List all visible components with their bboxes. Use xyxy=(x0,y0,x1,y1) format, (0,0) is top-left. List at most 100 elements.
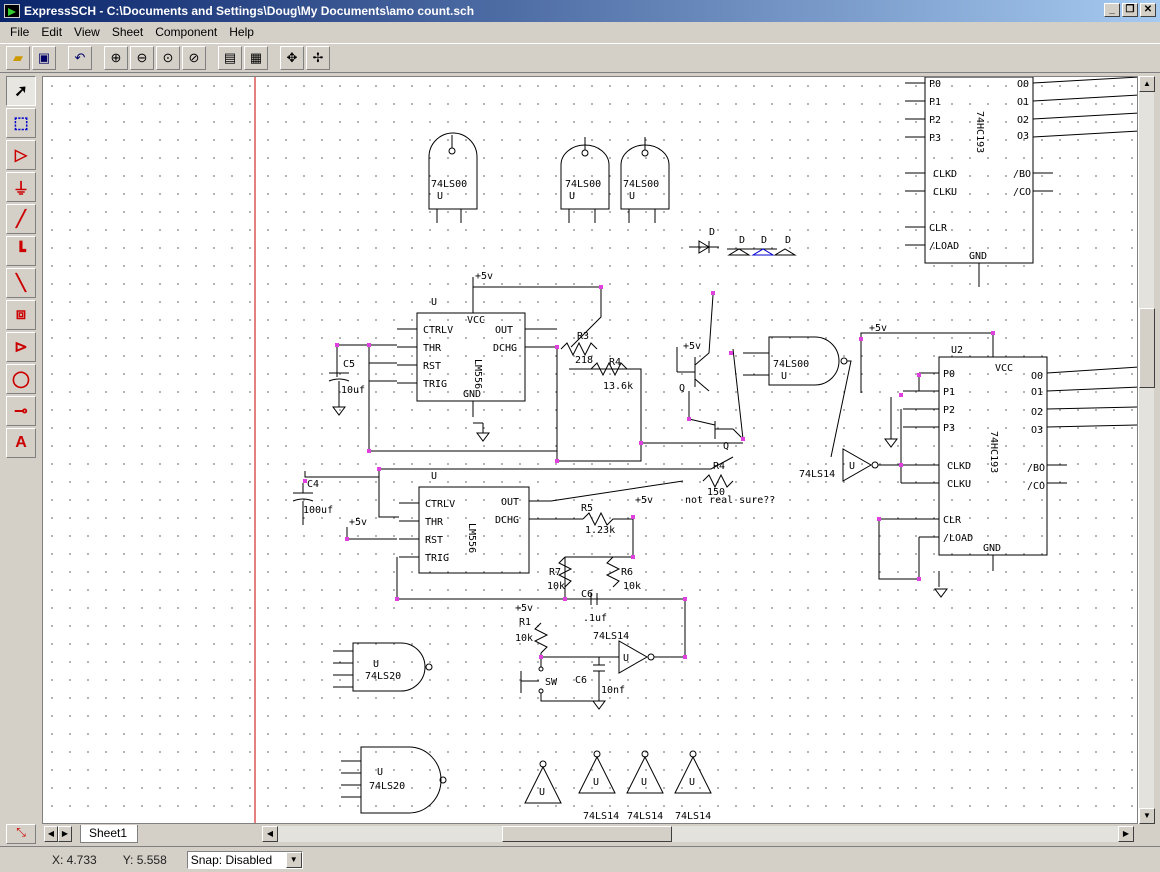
lm556-timer[interactable]: U CTRLV THR RST TRIG OUT DCHG LM556 xyxy=(399,471,551,574)
nand4-gate[interactable]: U 74LS20 xyxy=(341,746,447,814)
scroll-right-button[interactable]: ▶ xyxy=(1118,826,1134,842)
schematic-canvas[interactable]: 74LS00 U 74LS00 U 74LS00 U D D D D U CTR… xyxy=(42,76,1138,824)
zoom-box-icon: ⬚ xyxy=(13,115,29,132)
wire-tool[interactable]: ╱ xyxy=(6,204,36,234)
text-tool[interactable]: A xyxy=(6,428,36,458)
select-tool[interactable]: ➚ xyxy=(6,76,36,106)
buffer-tool[interactable]: ▷ xyxy=(6,140,36,170)
resistor[interactable]: R7 10k xyxy=(547,556,573,592)
capacitor[interactable]: C6 10nf xyxy=(575,657,625,701)
value-label: 100uf xyxy=(303,505,333,516)
close-button[interactable]: ✕ xyxy=(1140,3,1156,17)
save-button[interactable]: ▣ xyxy=(32,46,56,70)
resistor[interactable]: R3 218 xyxy=(560,331,598,366)
vertical-scroll-thumb[interactable] xyxy=(1139,308,1155,388)
nand-gate[interactable]: 74LS00 U xyxy=(428,132,478,223)
circle-icon: ◯ xyxy=(12,371,30,388)
counter-ic[interactable]: U2 VCC P0 P1 P2 P3 CLKD CLKU CLR /LOAD G… xyxy=(879,333,1138,571)
part-tool[interactable]: ⧈ xyxy=(6,300,36,330)
nand-gate[interactable]: 74LS00 U xyxy=(620,137,670,223)
menu-file[interactable]: File xyxy=(10,25,30,39)
maximize-button[interactable]: ❐ xyxy=(1122,3,1138,17)
led-group[interactable]: D D D D xyxy=(689,227,797,256)
resistor[interactable]: R6 10k xyxy=(605,556,641,592)
transistor[interactable]: Q xyxy=(688,348,744,452)
pin-label: /CO xyxy=(1027,481,1045,492)
junction-tool[interactable]: ┗ xyxy=(6,236,36,266)
capacitor[interactable]: C4 100uf xyxy=(292,479,333,525)
value-label: 10k xyxy=(547,581,565,592)
capacitor[interactable]: C6 .1uf xyxy=(581,589,607,624)
tab-prev-button[interactable]: ◀ xyxy=(44,826,58,842)
zoom-in-button[interactable]: ⊕ xyxy=(104,46,128,70)
pin-label: O2 xyxy=(1017,115,1029,126)
undo-icon: ↶ xyxy=(74,50,86,65)
nand-gate[interactable]: 74LS00 U xyxy=(560,137,610,223)
nand4-gate[interactable]: U 74LS20 xyxy=(333,642,433,692)
inverter-gate[interactable]: U 74LS14 xyxy=(674,750,712,822)
menu-component[interactable]: Component xyxy=(155,25,218,39)
menu-help[interactable]: Help xyxy=(229,25,254,39)
resistor[interactable]: R1 10k xyxy=(515,617,549,654)
pin-tool[interactable]: ⊸ xyxy=(6,396,36,426)
inverter-gate[interactable]: 74LS14 U xyxy=(593,599,686,674)
counter-ic[interactable]: P0 P1 P2 P3 CLKD CLKU CLR /LOAD GND O0 O… xyxy=(905,77,1138,287)
menu-edit[interactable]: Edit xyxy=(41,25,63,39)
value-label: 10uf xyxy=(341,385,365,396)
switch[interactable]: SW xyxy=(520,666,558,694)
netlist-button[interactable]: ▦ xyxy=(244,46,268,70)
ref-label: C6 xyxy=(581,589,593,600)
pin-label: VCC xyxy=(995,363,1013,374)
menu-view[interactable]: View xyxy=(74,25,100,39)
resistor[interactable]: R5 1.23k xyxy=(581,503,633,536)
circle-tool[interactable]: ◯ xyxy=(6,364,36,394)
ref-label: U xyxy=(849,461,855,472)
menu-sheet[interactable]: Sheet xyxy=(111,25,144,39)
open-button[interactable]: ▰ xyxy=(6,46,30,70)
nand-gate[interactable]: 74LS00 U xyxy=(743,336,852,458)
undo-button[interactable]: ↶ xyxy=(68,46,92,70)
lm556-timer[interactable]: U CTRLV THR RST TRIG OUT DCHG VCC GND LM… xyxy=(397,277,557,417)
scroll-down-button[interactable]: ▼ xyxy=(1139,808,1155,824)
ic-name: 74LS14 xyxy=(583,811,619,822)
center-icon: ✢ xyxy=(312,50,324,65)
ref-label: R7 xyxy=(549,567,561,578)
connect-tool[interactable]: ⤡ xyxy=(6,824,36,844)
minimize-button[interactable]: _ xyxy=(1104,3,1120,17)
ic-name: LM556 xyxy=(466,523,477,553)
tab-sheet1[interactable]: Sheet1 xyxy=(80,825,139,843)
pin-label: /LOAD xyxy=(943,533,973,544)
capacitor[interactable]: C5 10uf xyxy=(328,359,365,407)
pan-button[interactable]: ✥ xyxy=(280,46,304,70)
inverter-gate[interactable]: U xyxy=(524,760,562,804)
inverter-gate[interactable]: U 74LS14 xyxy=(626,750,664,822)
gate-tool[interactable]: ⊳ xyxy=(6,332,36,362)
transistor[interactable]: Q +5v xyxy=(676,294,714,394)
connect-icon: ⤡ xyxy=(16,825,26,839)
vertical-scrollbar[interactable]: ▲ ▼ xyxy=(1138,76,1155,824)
wire-net xyxy=(336,286,743,462)
tab-next-button[interactable]: ▶ xyxy=(58,826,72,842)
ground-symbol xyxy=(934,588,948,598)
inverter-gate[interactable]: U 74LS14 xyxy=(799,448,901,482)
pin-label: CTRLV xyxy=(423,325,453,336)
bus-tool[interactable]: ╲ xyxy=(6,268,36,298)
scroll-up-button[interactable]: ▲ xyxy=(1139,76,1155,92)
resistor[interactable]: R4 13.6k xyxy=(590,357,633,392)
up-arrow-icon: ▲ xyxy=(1143,79,1151,88)
zoom-area-button[interactable]: ⊘ xyxy=(182,46,206,70)
zoom-fit-button[interactable]: ⊙ xyxy=(156,46,180,70)
inverter-gate[interactable]: U 74LS14 xyxy=(578,750,619,822)
pin-label: O0 xyxy=(1031,371,1043,382)
zoom-out-button[interactable]: ⊖ xyxy=(130,46,154,70)
properties-button[interactable]: ▤ xyxy=(218,46,242,70)
horizontal-scroll-thumb[interactable] xyxy=(502,826,672,842)
snap-select[interactable]: Snap: Disabled ▼ xyxy=(186,850,303,869)
ground-tool[interactable]: ⏚ xyxy=(6,172,36,202)
horizontal-scrollbar[interactable]: ◀ ▶ xyxy=(262,826,1134,842)
scroll-left-button[interactable]: ◀ xyxy=(262,826,278,842)
zoom-select-tool[interactable]: ⬚ xyxy=(6,108,36,138)
center-button[interactable]: ✢ xyxy=(306,46,330,70)
resistor[interactable]: R4 150 xyxy=(702,461,734,498)
ref-label: U xyxy=(629,191,635,202)
